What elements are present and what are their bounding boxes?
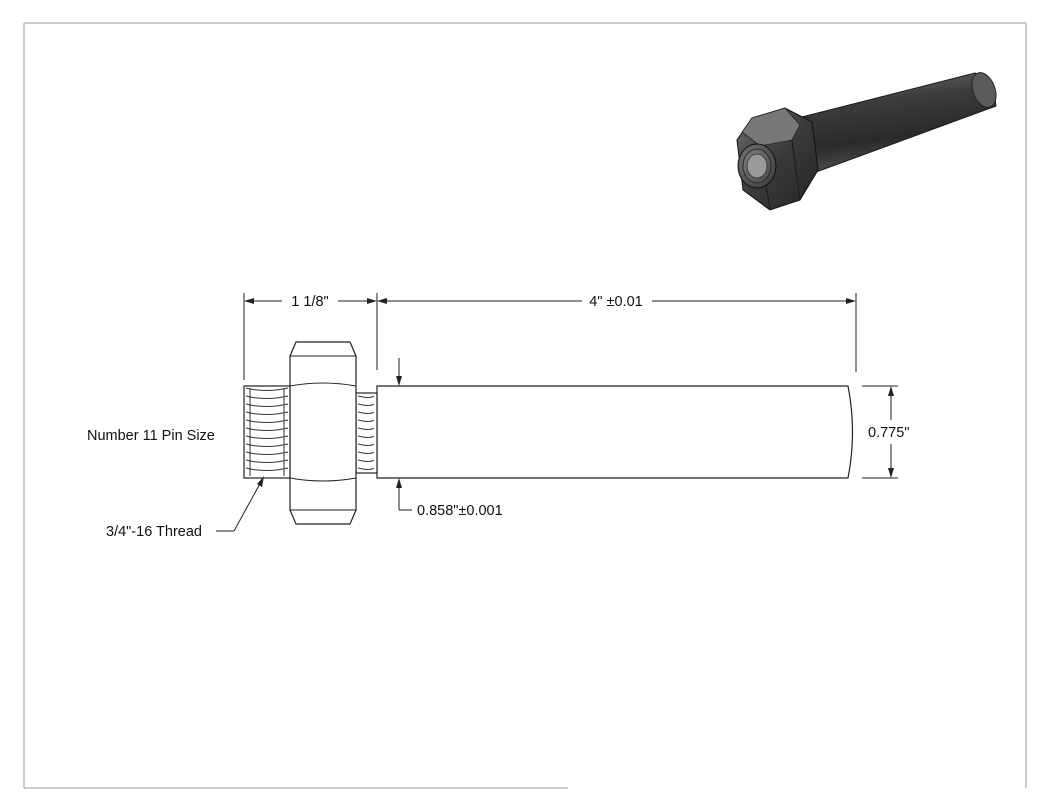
tip-diameter-label: 0.775": [868, 425, 909, 441]
pin-size-label: Number 11 Pin Size: [87, 428, 215, 444]
left-thread-lines: [245, 387, 289, 476]
thread-callout: 3/4"-16 Thread: [106, 476, 264, 540]
pin-length-label: 4" ±0.01: [589, 294, 642, 310]
left-thread-stub: [243, 385, 291, 479]
render-shaft: [789, 72, 997, 179]
hex-nut: [289, 341, 357, 525]
body-diameter-label: 0.858"±0.001: [417, 503, 503, 519]
sheet-border: [23, 22, 1027, 789]
isometric-render: [736, 72, 997, 211]
pin-elevation-view: [243, 341, 854, 525]
dimension-pin-length: 4" ±0.01: [377, 293, 857, 372]
right-thread-lines: [357, 395, 375, 470]
dimension-tip-diameter: 0.775": [862, 385, 909, 479]
dimension-nut-width: 1 1/8": [243, 293, 378, 380]
pin-shaft: [376, 385, 854, 479]
nut-width-label: 1 1/8": [291, 294, 328, 310]
dimension-body-diameter: 0.858"±0.001: [396, 358, 503, 519]
thread-label: 3/4"-16 Thread: [106, 524, 202, 540]
render-shaft-end: [971, 72, 997, 108]
